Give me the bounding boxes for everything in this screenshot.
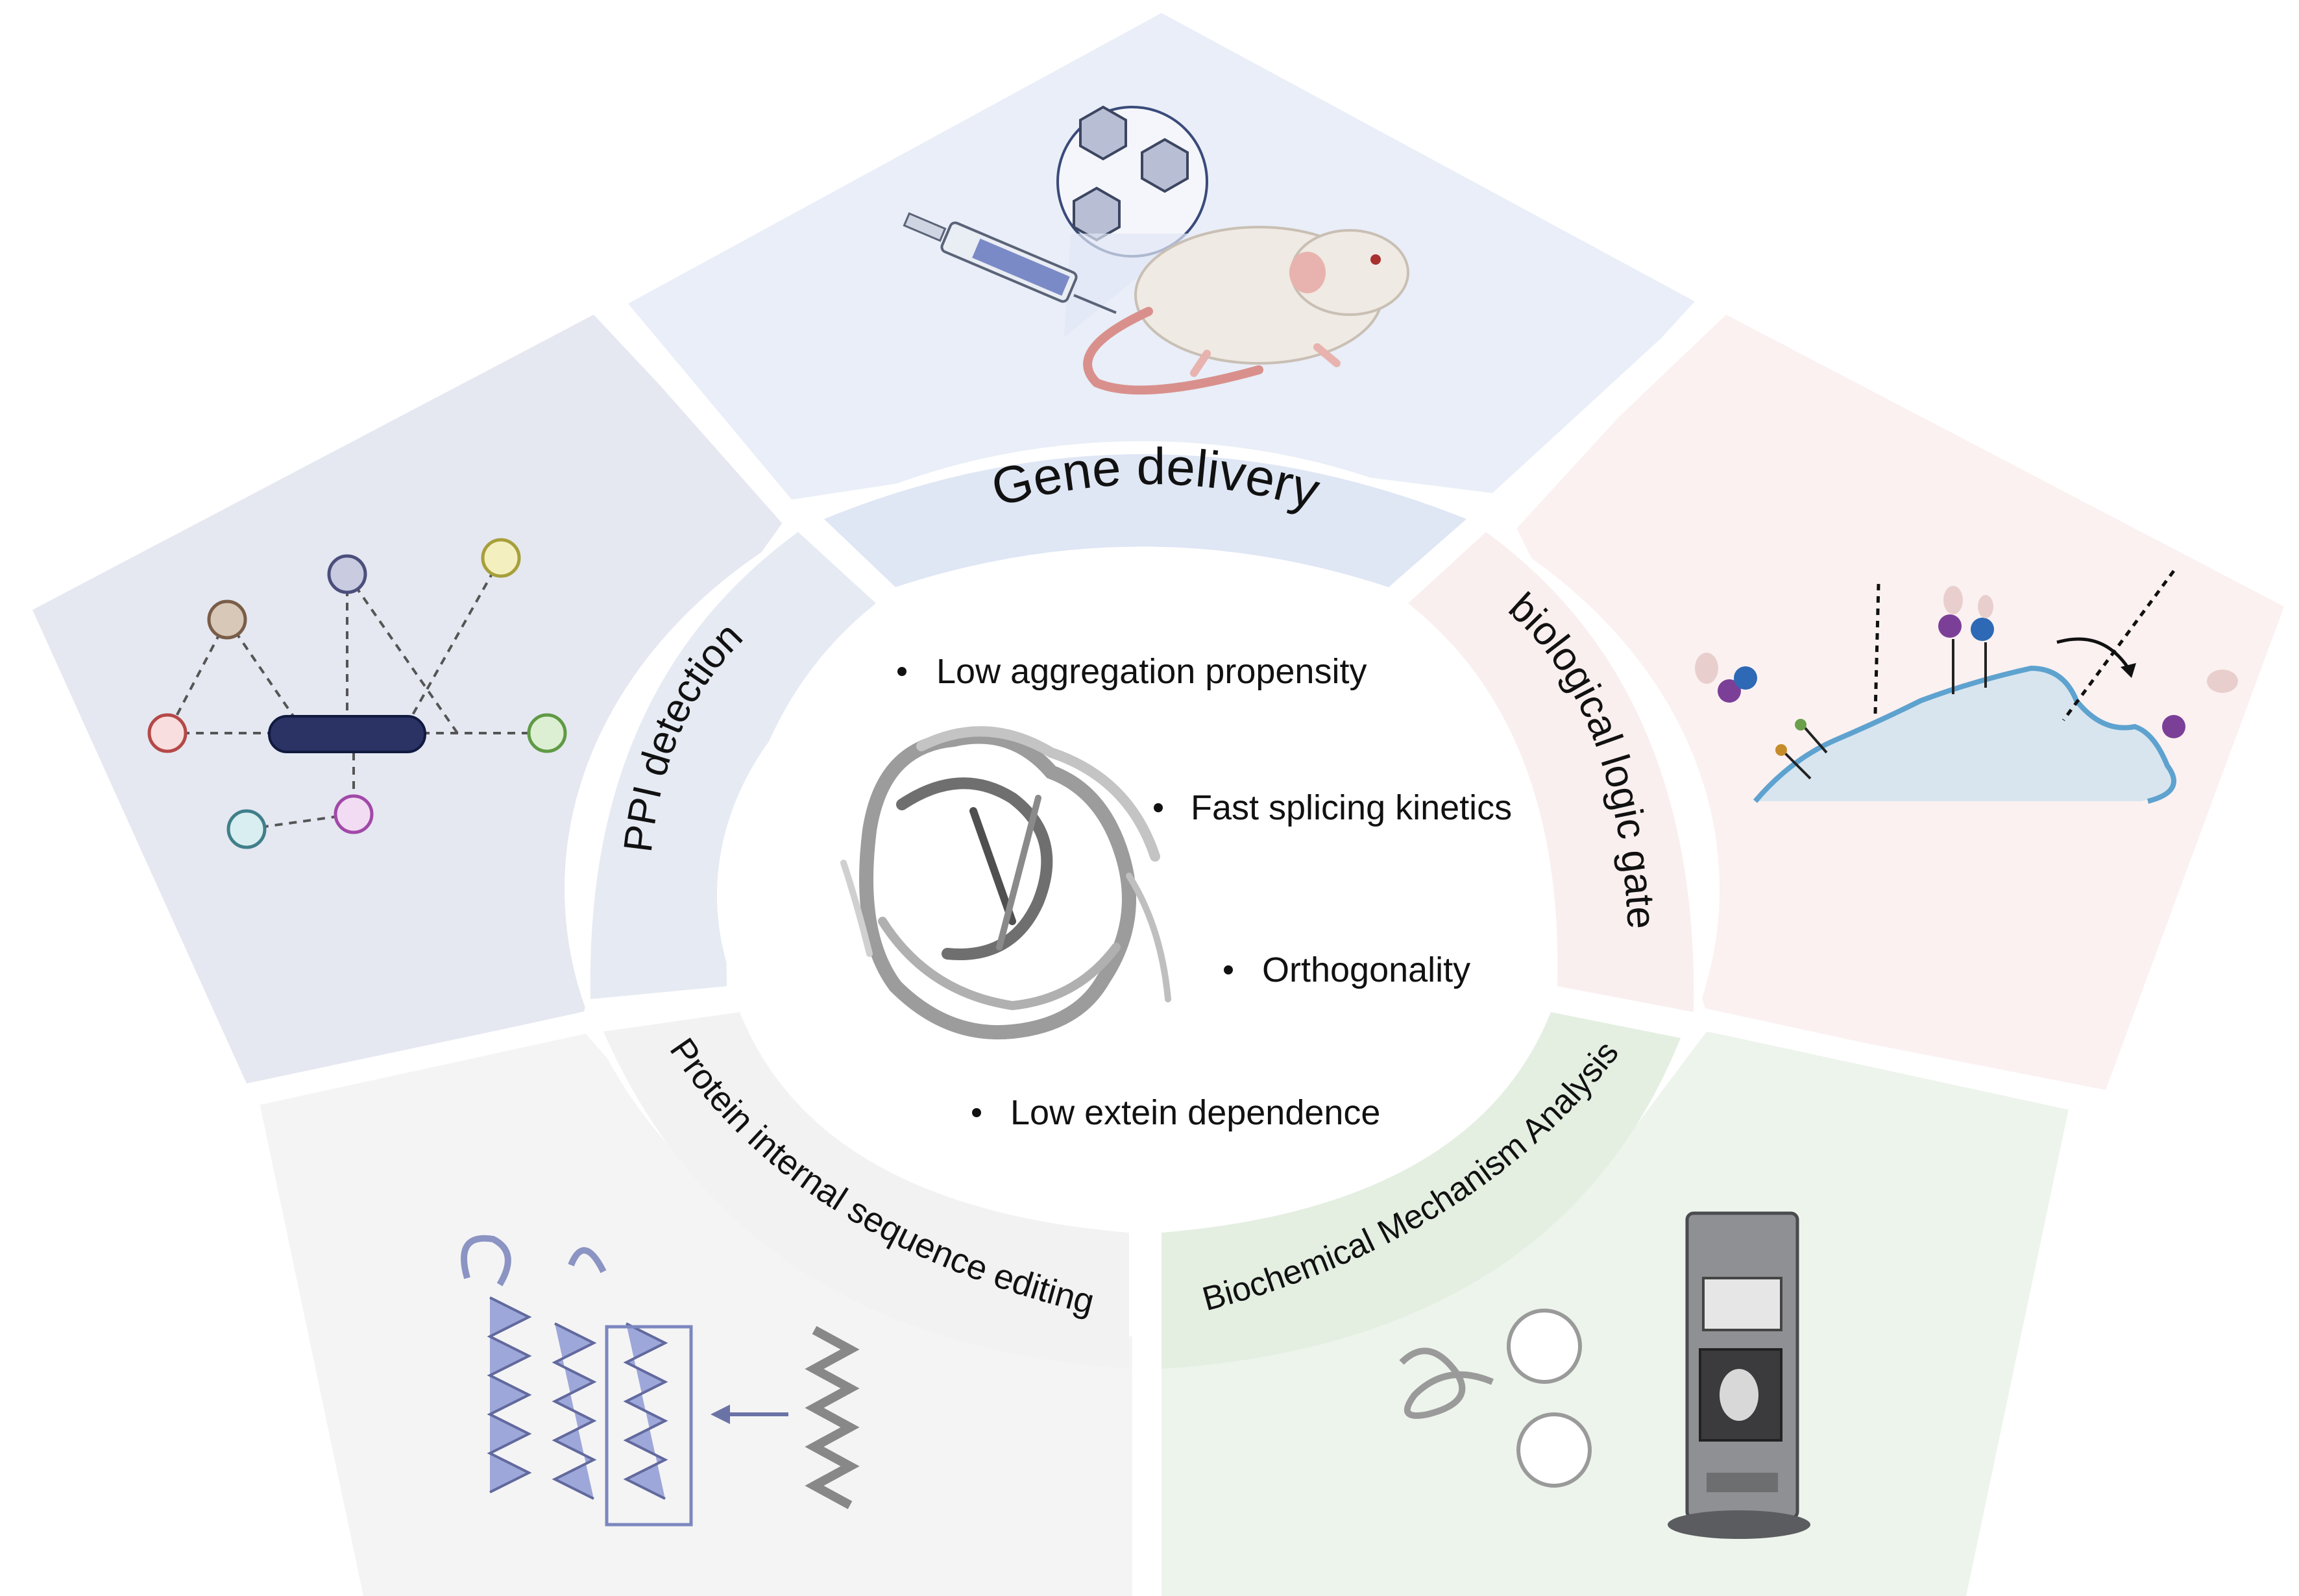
- ppi-band: [590, 532, 876, 999]
- protein-chain-icon: [1399, 1309, 1592, 1488]
- property-item: Fast splicing kinetics: [1191, 788, 1512, 827]
- network-node: [334, 794, 374, 834]
- logic-gate-band: [1408, 532, 1694, 1012]
- rotation-arrow-icon: [2056, 637, 2130, 670]
- mechanism-band: [1162, 1012, 1681, 1369]
- mouse-icon: [1083, 226, 1409, 395]
- gene-delivery-illustration: [903, 105, 1409, 395]
- property-item: Orthogonality: [1262, 950, 1470, 989]
- network-hub: [268, 715, 426, 753]
- network-node: [207, 599, 247, 640]
- panel-dividers: [244, 297, 2092, 1596]
- gene-delivery-band: [824, 454, 1466, 587]
- mechanism-analysis-panel: [1162, 1032, 2070, 1596]
- insertion-box: [605, 1325, 693, 1527]
- helix-protein-icon: [461, 1235, 860, 1527]
- bullet-dot: [1154, 803, 1163, 812]
- property-item: Low extein dependence: [1010, 1093, 1380, 1132]
- bullet-dot: [972, 1108, 981, 1117]
- network-node: [481, 538, 521, 578]
- virus-particle-icon: [1073, 105, 1189, 242]
- network-node: [147, 713, 188, 753]
- gray-helix: [805, 1325, 860, 1510]
- editing-band: [603, 1012, 1129, 1369]
- protein-structure-icon: [840, 726, 1171, 1040]
- syringe-icon: [903, 212, 1117, 314]
- network-node: [327, 554, 367, 594]
- network-node: [226, 809, 267, 849]
- instrument-icon: [1668, 1211, 1810, 1539]
- property-list: Low aggregation propensity Fast splicing…: [897, 652, 1512, 1132]
- protein-editing-panel: [260, 1032, 1132, 1596]
- cell-membrane-icon: [1695, 570, 2238, 804]
- bullet-dot: [1224, 965, 1233, 974]
- property-item: Low aggregation propensity: [936, 652, 1367, 691]
- network-node: [527, 713, 567, 753]
- bullet-dot: [897, 667, 906, 676]
- network-graph-icon: [147, 538, 567, 849]
